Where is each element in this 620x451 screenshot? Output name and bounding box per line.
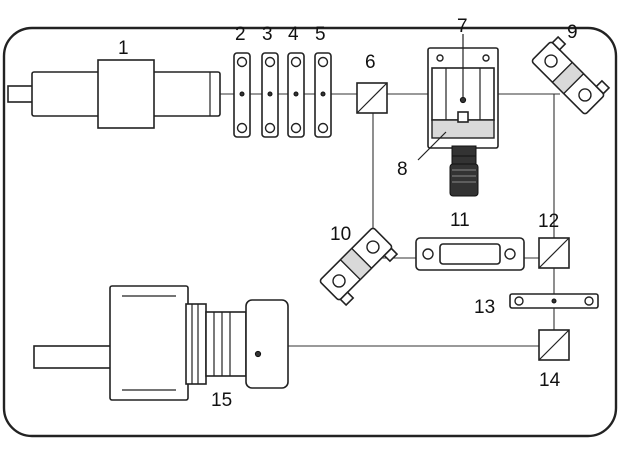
label-1: 1 xyxy=(118,38,129,59)
sample-stage xyxy=(427,47,499,197)
label-4: 4 xyxy=(288,24,299,45)
laser-source xyxy=(7,59,221,129)
mirror-mount-10 xyxy=(319,227,399,307)
label-12: 12 xyxy=(538,211,559,232)
label-7: 7 xyxy=(457,16,468,37)
label-10: 10 xyxy=(330,224,351,245)
optic-mount-2 xyxy=(233,52,251,138)
leader-lines xyxy=(417,34,464,161)
optic-mount-5 xyxy=(314,52,332,138)
label-2: 2 xyxy=(235,24,246,45)
beam-splitter-6 xyxy=(356,82,388,114)
optic-mount-13 xyxy=(509,293,599,309)
label-15: 15 xyxy=(211,390,232,411)
label-5: 5 xyxy=(315,24,326,45)
beam-splitter-14 xyxy=(538,329,570,361)
label-11: 11 xyxy=(450,210,470,231)
camera-15 xyxy=(33,285,289,401)
optic-mount-11 xyxy=(415,237,525,271)
mirror-mount-9 xyxy=(531,35,611,115)
label-6: 6 xyxy=(365,52,376,73)
enclosure-frame xyxy=(2,26,618,438)
label-9: 9 xyxy=(567,22,578,43)
label-14: 14 xyxy=(539,370,561,391)
label-3: 3 xyxy=(262,24,273,45)
label-8: 8 xyxy=(397,159,408,180)
optic-mount-3 xyxy=(261,52,279,138)
label-13: 13 xyxy=(474,297,495,318)
beam-splitter-12 xyxy=(538,237,570,269)
optic-mount-4 xyxy=(287,52,305,138)
